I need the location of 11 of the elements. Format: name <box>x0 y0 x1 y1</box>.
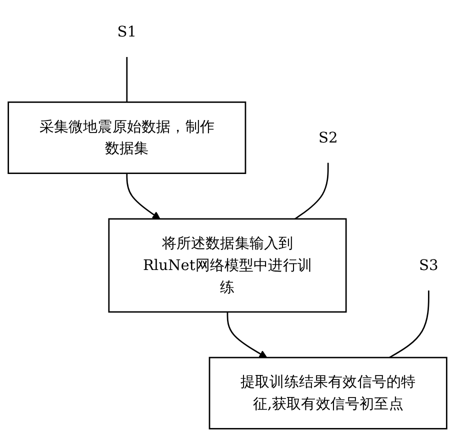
connector <box>126 56 128 102</box>
node-box: 将所述数据集输入到RluNet网络模型中进行训练 <box>108 218 347 313</box>
arrow <box>226 312 268 358</box>
connector <box>389 290 430 358</box>
node-box: 提取训练结果有效信号的特征,获取有效信号初至点 <box>208 356 448 430</box>
node-box: 采集微地震原始数据，制作数据集 <box>8 101 246 174</box>
connector <box>294 162 329 220</box>
node-text: S1 <box>117 22 137 40</box>
node-text: S3 <box>419 256 438 274</box>
arrow <box>126 173 160 220</box>
node-text: S2 <box>318 128 338 146</box>
